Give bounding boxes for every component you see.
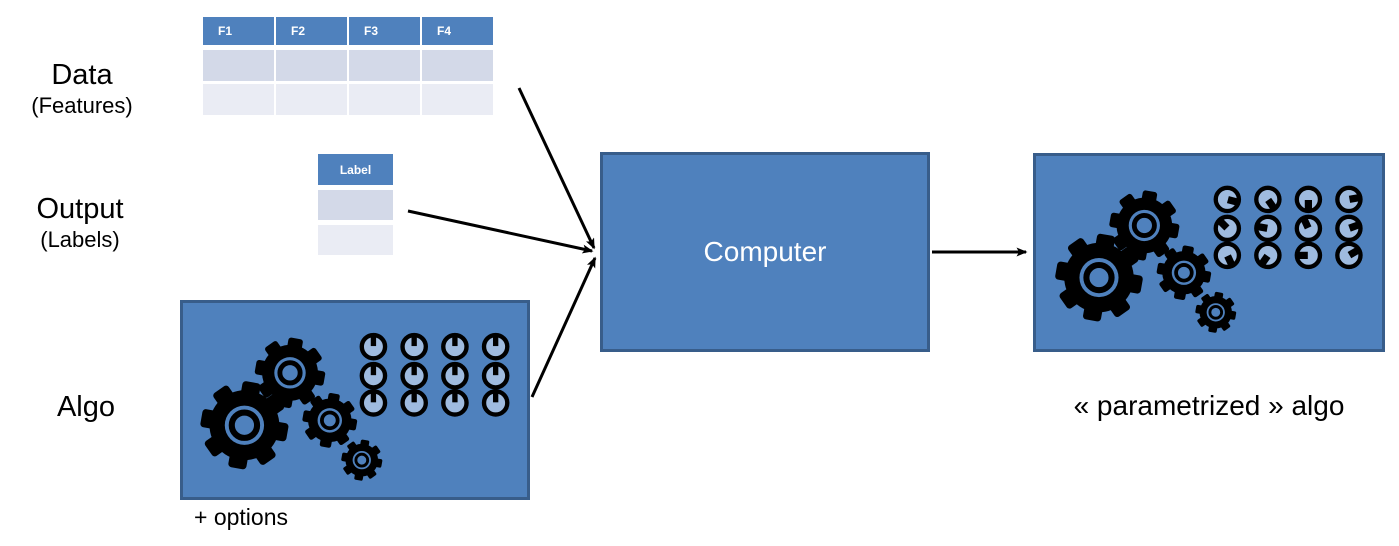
output-label-title: Output [36,193,124,225]
knob-icon [1254,214,1282,243]
knob-icon [441,389,469,417]
algo-label: Algo [16,390,156,424]
features-table-header-row: F1 F2 F3 F4 [203,17,493,45]
knob-icon [481,389,510,417]
knob-icon [400,361,428,390]
knob-icon [1213,241,1242,270]
arrow-labels-table-to-computer-box [407,209,594,254]
table-cell [349,50,420,81]
gears-and-knobs-graphic [200,332,510,481]
output-label-subtitle: (Labels) [40,227,120,252]
knob-icon [1294,241,1323,270]
knob-icon [359,361,388,390]
labels-table-header-row: Label [318,154,393,185]
labels-table-header: Label [318,154,393,185]
knob-icon [481,361,510,390]
features-table-header-f3: F3 [349,17,420,45]
knob-icon [1335,241,1363,270]
gear-icon [302,392,358,448]
algo-label-title: Algo [56,391,116,423]
gear-icon [200,381,289,470]
computer-box: Computer [600,152,930,352]
table-row [203,50,493,81]
knob-icon [1254,185,1282,214]
features-table-header-f1: F1 [203,17,274,45]
table-row [203,84,493,115]
table-cell [203,84,274,115]
knob-icon [1335,214,1363,243]
knob-icon [481,332,510,361]
knob-icon [400,332,428,361]
gear-icon [1055,233,1143,322]
knob-icon [1294,185,1323,214]
table-cell [422,50,493,81]
output-label: Output (Labels) [10,192,150,254]
arrow-features-table-to-computer-box [517,87,596,250]
knob-icon [1213,185,1242,214]
knob-icon [1213,214,1242,243]
table-cell [422,84,493,115]
knob-icon [441,361,469,390]
result-box [1033,153,1385,352]
gear-icon [1195,291,1237,333]
gear-icon [341,439,383,481]
features-table-header-f4: F4 [422,17,493,45]
table-cell [349,84,420,115]
knob-icon [1294,214,1323,243]
knob-icon [441,332,469,361]
features-table-header-f2: F2 [276,17,347,45]
computer-box-label: Computer [703,236,827,267]
table-cell [276,84,347,115]
gear-icon [1156,245,1212,301]
data-label-subtitle: (Features) [31,93,133,118]
table-row [318,190,393,220]
arrow-algo-box-to-computer-box [530,256,597,398]
knob-icon [1254,241,1282,270]
table-cell [203,50,274,81]
table-cell [318,190,393,220]
knob-icon [400,389,428,417]
gear-icon [254,337,326,409]
gear-icon [1109,190,1180,261]
knob-icon [1335,185,1363,214]
data-label: Data (Features) [12,58,152,120]
algo-box [180,300,530,500]
labels-table: Label [318,154,393,260]
options-note: + options [194,504,288,530]
table-cell [276,50,347,81]
features-table: F1 F2 F3 F4 [203,17,493,118]
gears-and-turned-knobs-graphic [1055,185,1363,333]
result-caption: « parametrized » algo [1073,390,1345,421]
table-cell [318,225,393,255]
data-label-title: Data [51,59,113,91]
knob-icon [359,332,388,361]
knob-icon [359,389,388,417]
table-row [318,225,393,255]
